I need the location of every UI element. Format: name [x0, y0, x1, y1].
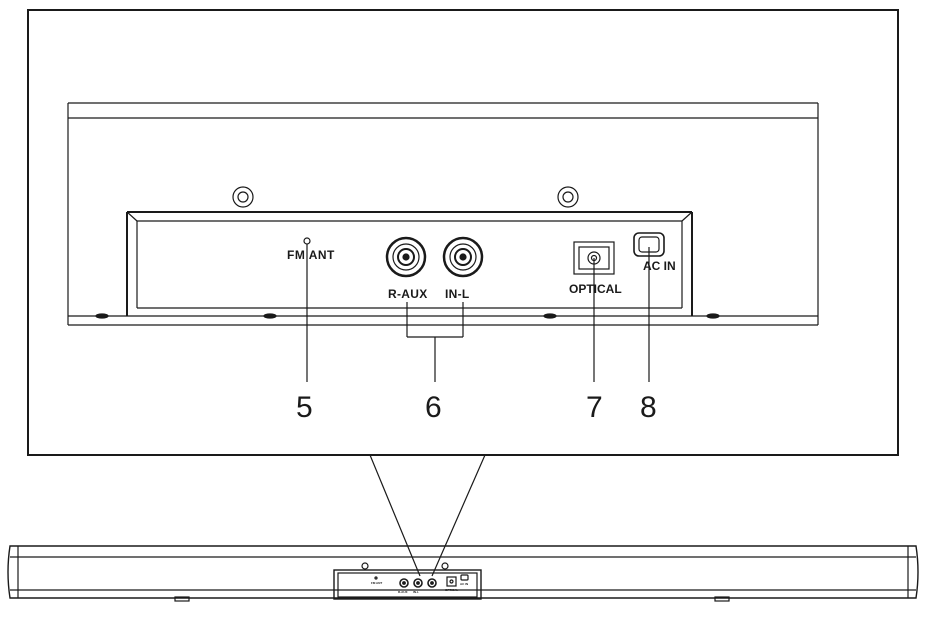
in-l-label: IN-L	[445, 287, 470, 301]
callout-leaders	[306, 244, 650, 382]
mini-optical-label: OPTICAL	[445, 588, 458, 592]
optical-label: OPTICAL	[569, 282, 622, 296]
mini-connector-panel	[333, 562, 482, 600]
callout-number-6: 6	[425, 391, 442, 424]
soundbar-full-view	[7, 545, 919, 602]
callout-number-8: 8	[640, 391, 657, 424]
mini-ac-in-label: AC IN	[460, 582, 468, 586]
screw-hole-right	[557, 186, 579, 208]
mini-in-l-label: IN-L	[413, 590, 419, 594]
housing-back	[67, 102, 819, 326]
housing-feet	[95, 313, 720, 319]
callout-number-5: 5	[296, 391, 313, 424]
zoom-projection-lines	[369, 454, 486, 577]
mini-fm-ant-label: FM ANT	[371, 581, 382, 585]
mini-r-aux-label: R-AUX	[398, 590, 408, 594]
fm-ant-label: FM ANT	[287, 248, 335, 262]
fm-antenna-hole	[303, 237, 311, 245]
screw-hole-left	[232, 186, 254, 208]
rca-jack-left	[442, 236, 484, 278]
zoom-frame	[27, 9, 899, 456]
callout-number-7: 7	[586, 391, 603, 424]
connector-panel	[126, 211, 693, 316]
ac-in-label: AC IN	[643, 259, 676, 273]
r-aux-label: R-AUX	[388, 287, 428, 301]
rca-jack-right	[385, 236, 427, 278]
